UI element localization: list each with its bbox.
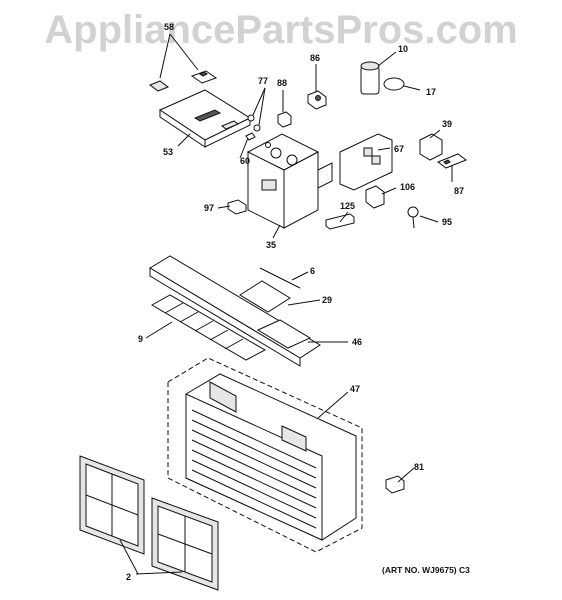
callout-125: 125 [340, 201, 355, 211]
callout-87: 87 [454, 186, 464, 196]
callout-58: 58 [164, 22, 174, 32]
front-grille-lines [191, 409, 317, 529]
callout-35: 35 [266, 240, 276, 250]
part-86 [307, 90, 327, 110]
callout-97: 97 [204, 203, 214, 213]
callout-60: 60 [240, 156, 250, 166]
part-2-filter-left [79, 455, 145, 555]
callout-9: 9 [138, 334, 143, 344]
callout-67: 67 [394, 144, 404, 154]
callout-106: 106 [400, 182, 415, 192]
part-53-control-board [158, 89, 252, 148]
callout-77: 77 [258, 76, 268, 86]
leader-lines [119, 33, 453, 575]
callout-53: 53 [163, 147, 173, 157]
callout-81: 81 [414, 462, 424, 472]
part-29-door [239, 280, 291, 313]
part-17 [383, 77, 405, 91]
callout-95: 95 [442, 217, 452, 227]
callout-29: 29 [322, 295, 332, 305]
part-46 [256, 319, 312, 349]
callout-labels: 58 77 88 86 10 17 53 60 39 67 87 106 97 … [126, 22, 464, 582]
part-6 [259, 267, 301, 289]
part-77-screws [245, 114, 261, 141]
part-47-front-cabinet [167, 357, 363, 553]
part-106 [365, 185, 385, 209]
callout-88: 88 [277, 78, 287, 88]
part-2-filter-right [151, 497, 219, 591]
art-number: (ART NO. WJ9675) C3 [382, 565, 470, 575]
watermark-text: AppliancePartsPros.com [44, 8, 518, 52]
part-39-relay [419, 133, 443, 161]
callout-46: 46 [352, 337, 362, 347]
part-9-louvers [150, 294, 267, 361]
callout-2: 2 [126, 572, 131, 582]
callout-10: 10 [398, 44, 408, 54]
callout-39: 39 [442, 119, 452, 129]
part-10-capacitor [360, 61, 380, 95]
callout-86: 86 [310, 53, 320, 63]
part-87-terminal [436, 153, 468, 169]
part-97 [227, 199, 247, 215]
part-67-board [339, 133, 393, 191]
callout-6: 6 [310, 266, 315, 276]
part-58-switches [148, 70, 218, 92]
part-95 [407, 206, 419, 229]
callout-17: 17 [426, 87, 436, 97]
part-35-control-box [246, 133, 333, 229]
part-88 [277, 111, 292, 128]
callout-47: 47 [350, 384, 360, 394]
